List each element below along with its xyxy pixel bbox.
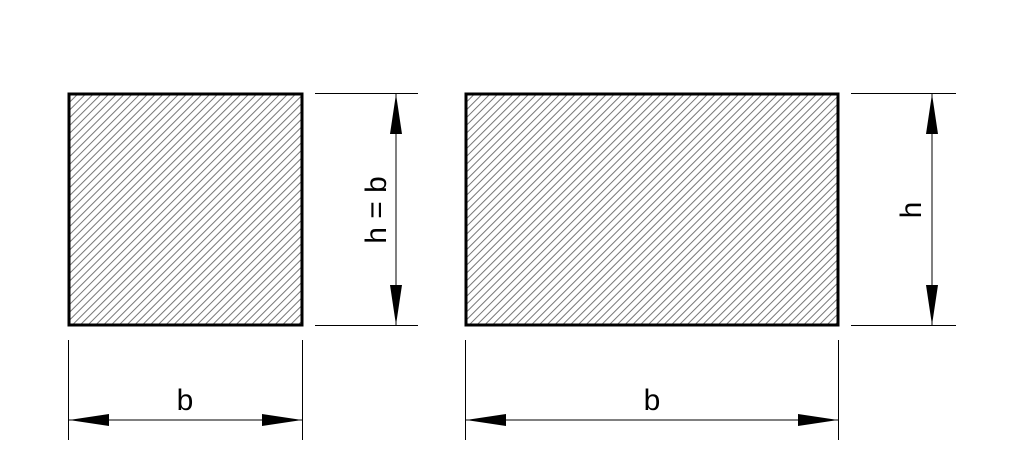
square-section: h = b b: [67, 92, 418, 440]
square-width-dimension: [68, 340, 303, 440]
rectangle-width-dimension: [465, 340, 839, 440]
rectangle-hatched-area: [464, 92, 840, 327]
rectangle-height-label: h: [895, 202, 928, 219]
rectangle-width-label: b: [644, 384, 661, 417]
rectangle-section: h b: [464, 92, 956, 440]
rectangle-height-dimension: [851, 93, 956, 326]
square-height-dimension: [315, 93, 418, 326]
square-width-label: b: [177, 384, 194, 417]
square-hatched-area: [67, 92, 304, 327]
square-height-label: h = b: [360, 176, 393, 244]
